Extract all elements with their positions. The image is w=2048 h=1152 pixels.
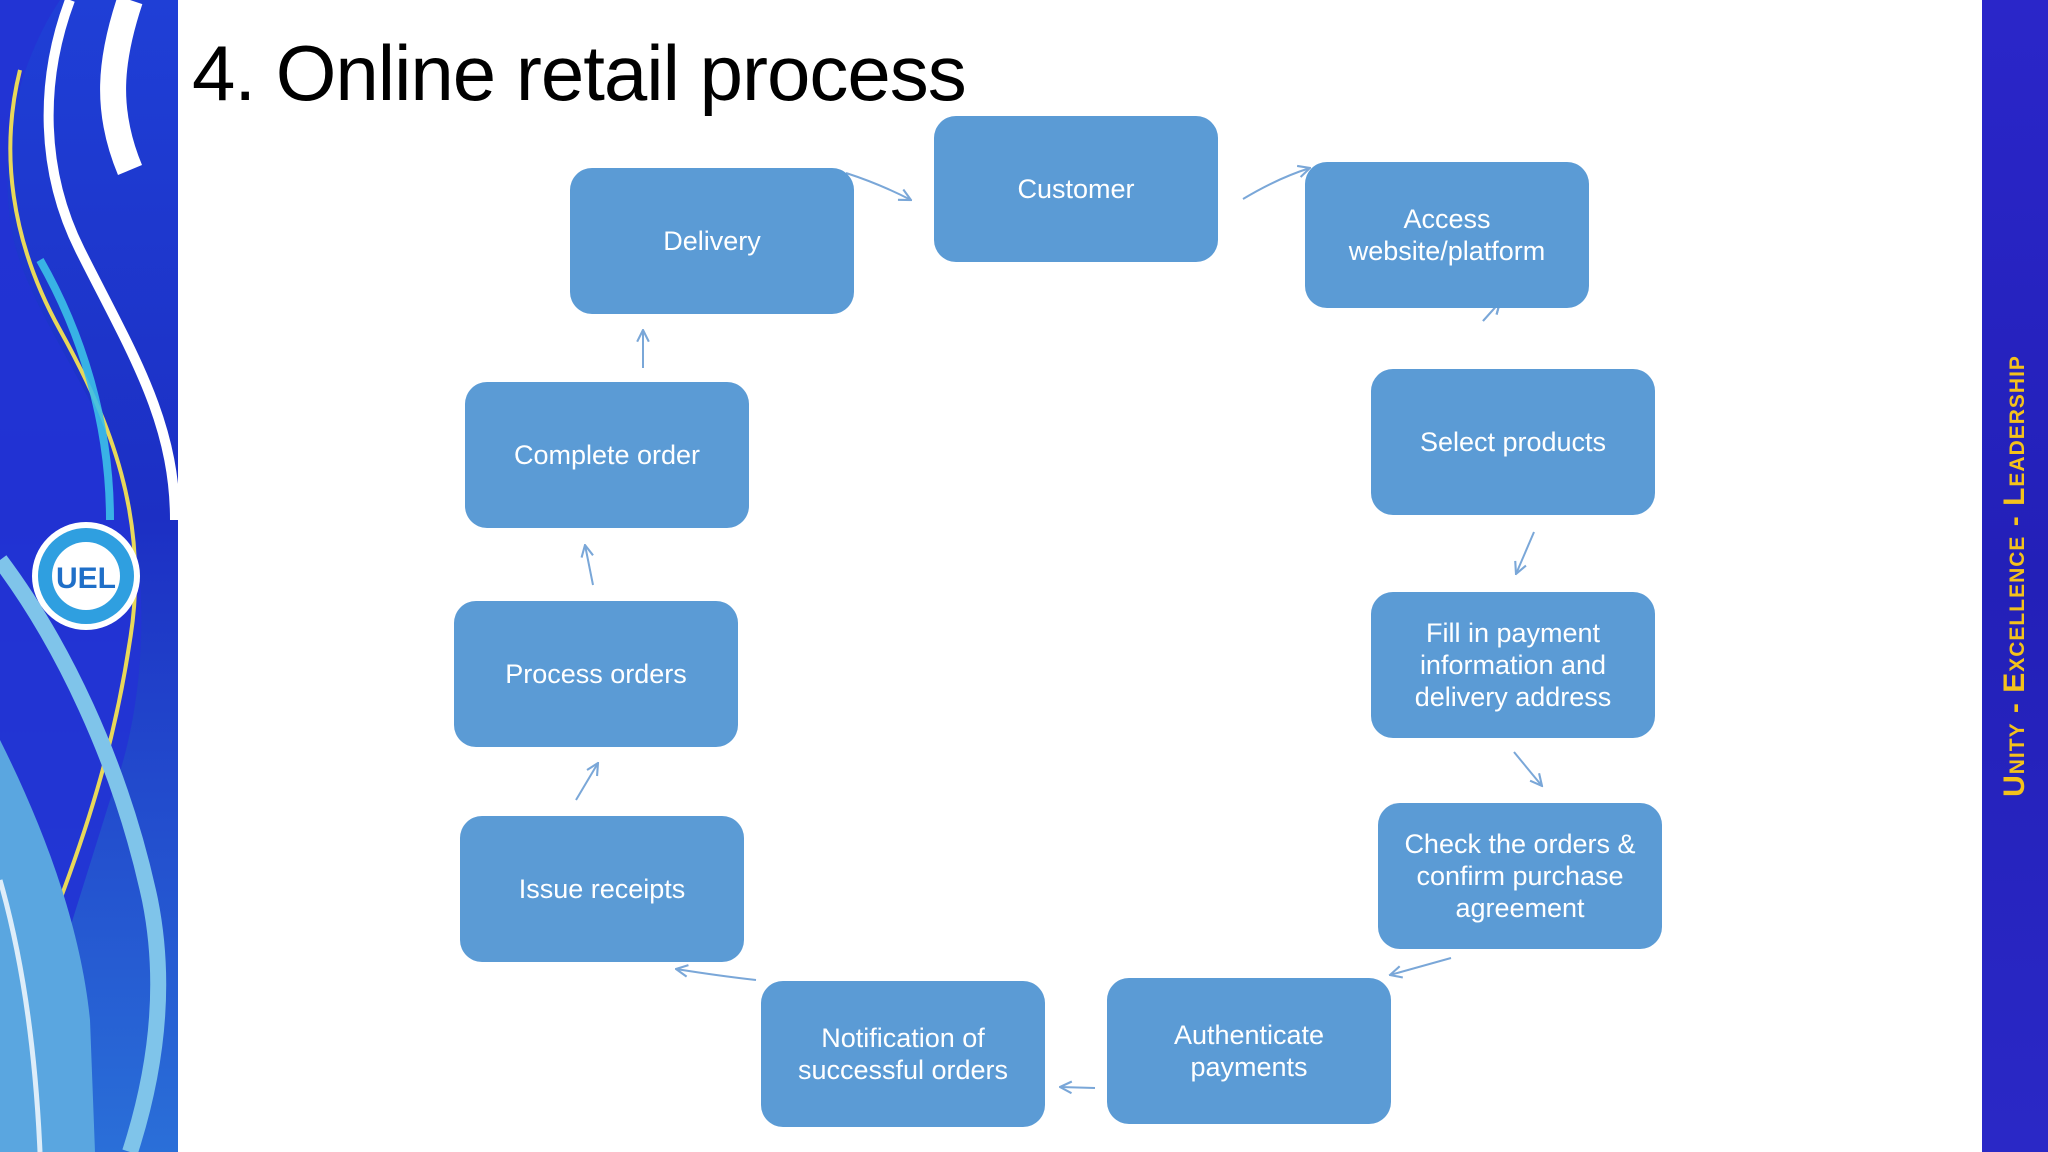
right-decorative-band (1982, 0, 2048, 1152)
step-notification: Notification of successful orders (761, 981, 1045, 1127)
step-issue-receipts: Issue receipts (460, 816, 744, 962)
arrow-customer-to-access (1242, 168, 1310, 200)
arrow-notification-to-issue (676, 969, 757, 981)
arrow-fill-to-check (1513, 751, 1542, 786)
step-complete-order: Complete order (465, 382, 749, 528)
arrow-issue-to-process (575, 763, 598, 801)
step-delivery: Delivery (570, 168, 854, 314)
left-decorative-band: UEL (0, 0, 178, 1152)
arrow-process-to-complete (585, 545, 594, 586)
step-fill-payment-info: Fill in payment information and delivery… (1371, 592, 1655, 738)
arrow-authenticate-to-notification (1060, 1087, 1096, 1088)
logo-text: UEL (56, 562, 116, 595)
arrow-select-to-fill (1516, 531, 1535, 574)
arrow-delivery-to-customer (845, 172, 911, 200)
step-customer: Customer (934, 116, 1218, 262)
step-access-website: Access website/platform (1305, 162, 1589, 308)
step-process-orders: Process orders (454, 601, 738, 747)
step-select-products: Select products (1371, 369, 1655, 515)
step-check-orders: Check the orders & confirm purchase agre… (1378, 803, 1662, 949)
slide-title: 4. Online retail process (192, 29, 967, 117)
arrow-check-to-authenticate (1390, 957, 1452, 975)
step-authenticate-payments: Authenticate payments (1107, 978, 1391, 1124)
uel-logo: UEL (32, 522, 140, 630)
